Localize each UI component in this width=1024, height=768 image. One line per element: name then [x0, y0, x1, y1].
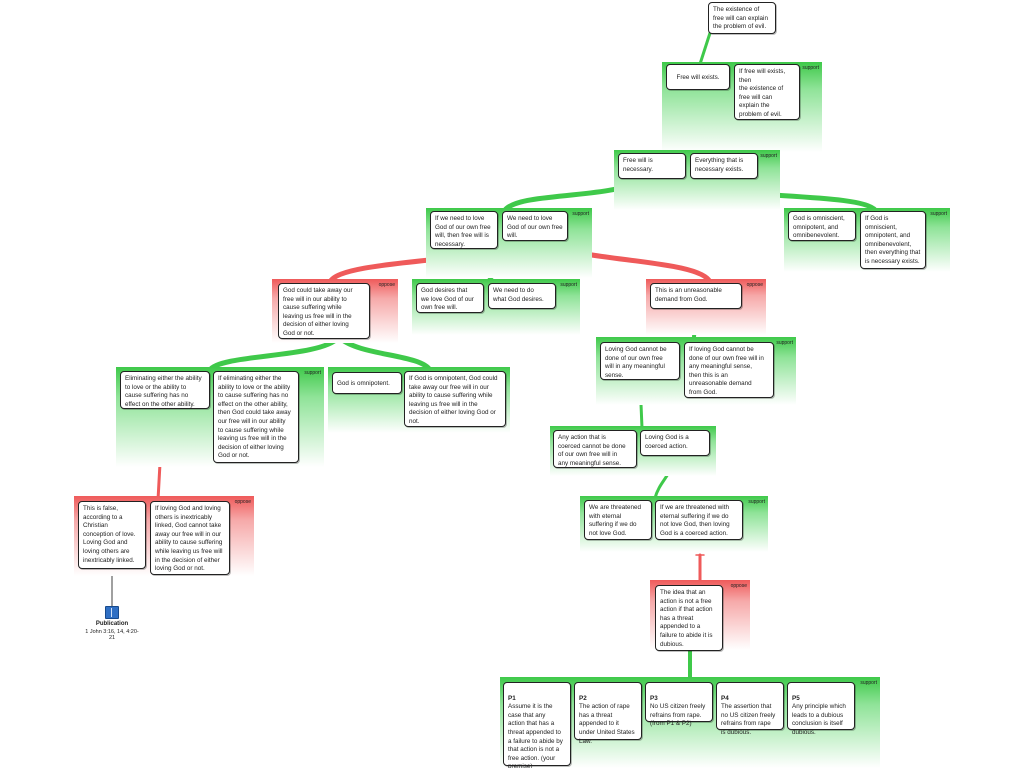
premise-p1-text: Assume it is the case that any action th…	[508, 703, 563, 768]
link-n5l-n4a	[207, 335, 341, 373]
premise-p1-title: P1	[508, 694, 516, 702]
support-label: support	[748, 499, 765, 505]
publication[interactable]: Publication 1 John 3:16, 14, 4:20- 21	[82, 606, 142, 641]
claim-free-will-exists[interactable]: Free will exists.	[666, 64, 730, 90]
oppose-label: oppose	[378, 282, 395, 288]
claim-eliminating-ability[interactable]: Eliminating either the ability to love o…	[120, 371, 210, 409]
oppose-label: oppose	[746, 282, 763, 288]
oppose-label: oppose	[234, 499, 251, 505]
premise-p3[interactable]: P3 No US citizen freely refrains from ra…	[645, 682, 713, 727]
claim-god-omni[interactable]: God is omniscient, omnipotent, and omnib…	[788, 211, 856, 241]
premise-p1[interactable]: P1 Assume it is the case that any action…	[503, 682, 571, 768]
claim-if-eliminating-ability[interactable]: If eliminating either the ability to lov…	[213, 371, 299, 463]
premise-p4-text: The assertion that no US citizen freely …	[721, 703, 776, 736]
claim-if-threatened-coerced[interactable]: If we are threatened with eternal suffer…	[655, 500, 743, 540]
claim-do-what-god-desires[interactable]: We need to do what God desires.	[488, 283, 556, 309]
premise-p2-title: P2	[579, 694, 587, 702]
support-label: support	[930, 211, 947, 217]
objection-god-take-away[interactable]: God could take away our free will in our…	[278, 283, 370, 339]
premise-p4-title: P4	[721, 694, 729, 702]
publication-reference: 1 John 3:16, 14, 4:20- 21	[85, 629, 139, 641]
support-label: support	[860, 680, 877, 686]
claim-loving-god-not-free[interactable]: Loving God cannot be done of our own fre…	[600, 342, 680, 380]
book-icon	[105, 606, 119, 619]
premise-p5-title: P5	[792, 694, 800, 702]
claim-root[interactable]: The existence of free will can explain t…	[708, 2, 776, 34]
premise-p3-text: No US citizen freely refrains from rape.…	[650, 703, 706, 728]
premise-p2-text: The action of rape has a threat appended…	[579, 703, 635, 745]
claim-free-will-explains-evil[interactable]: If free will exists, then the existence …	[734, 64, 800, 120]
objection-unreasonable-demand[interactable]: This is an unreasonable demand from God.	[650, 283, 742, 309]
claim-if-loving-god-not-free[interactable]: If loving God cannot be done of our own …	[684, 342, 774, 398]
claim-free-will-necessary[interactable]: Free will is necessary.	[618, 153, 686, 179]
claim-need-love-god[interactable]: We need to love God of our own free will…	[502, 211, 568, 241]
claim-love-inextricably-linked[interactable]: If loving God and loving others is inext…	[150, 501, 230, 575]
support-label: support	[760, 153, 777, 159]
claim-god-omnipotent[interactable]: God is omnipotent.	[332, 372, 402, 394]
claim-coerced-not-free[interactable]: Any action that is coerced cannot be don…	[553, 430, 637, 468]
oppose-label: oppose	[730, 583, 747, 589]
objection-threat-idea-dubious[interactable]: The idea that an action is not a free ac…	[655, 585, 723, 651]
claim-god-desires[interactable]: God desires that we love God of our own …	[416, 283, 484, 313]
claim-necessary-exists[interactable]: Everything that is necessary exists.	[690, 153, 758, 179]
support-label: support	[776, 340, 793, 346]
link-n5r-n4a	[337, 335, 433, 373]
publication-title: Publication	[95, 621, 129, 627]
claim-love-god-free-will-necessary[interactable]: If we need to love God of our own free w…	[430, 211, 498, 249]
premise-p3-title: P3	[650, 694, 658, 702]
claim-if-god-omnipotent[interactable]: If God is omnipotent, God could take awa…	[404, 371, 506, 427]
premise-p5[interactable]: P5 Any principle which leads to a dubiou…	[787, 682, 855, 736]
premise-p4[interactable]: P4 The assertion that no US citizen free…	[716, 682, 784, 736]
claim-threatened-suffering[interactable]: We are threatened with eternal suffering…	[584, 500, 652, 540]
support-label: support	[572, 211, 589, 217]
objection-christian-love[interactable]: This is false, according to a Christian …	[78, 501, 146, 569]
support-label: support	[560, 282, 577, 288]
claim-loving-god-coerced[interactable]: Loving God is a coerced action.	[640, 430, 710, 456]
premise-p2[interactable]: P2 The action of rape has a threat appen…	[574, 682, 642, 745]
link-n1-root	[698, 31, 712, 66]
support-label: support	[802, 65, 819, 71]
premise-p5-text: Any principle which leads to a dubious c…	[792, 703, 846, 736]
claim-if-god-omni[interactable]: If God is omniscient, omnipotent, and om…	[860, 211, 926, 269]
support-label: support	[304, 370, 321, 376]
